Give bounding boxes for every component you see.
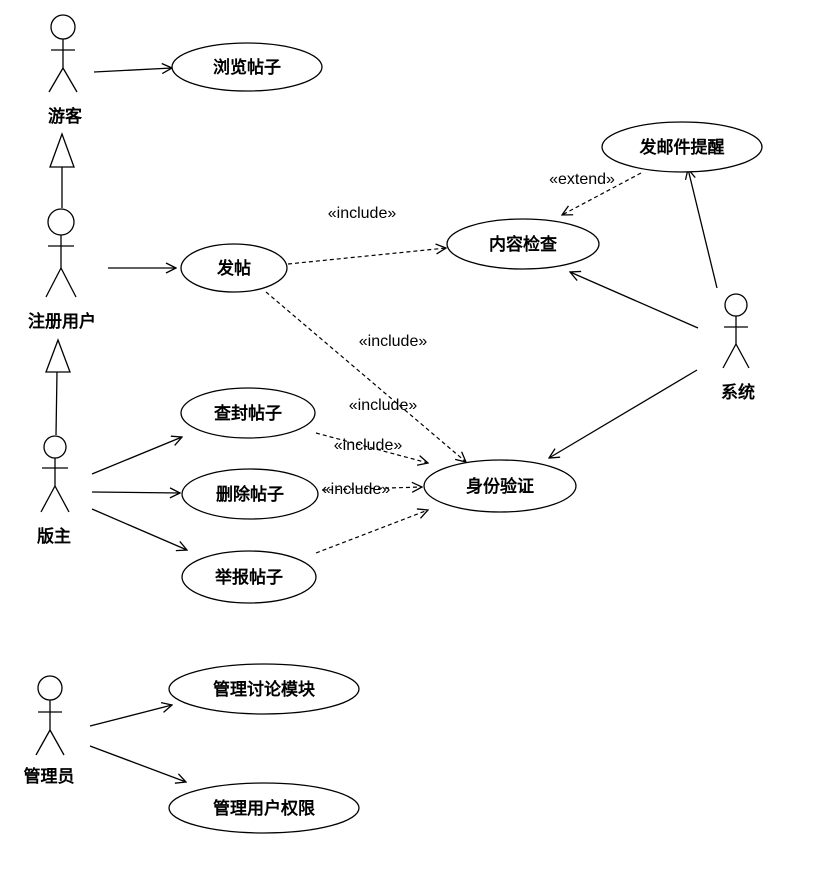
include-label: «include» bbox=[322, 481, 391, 498]
stick-figure-icon bbox=[722, 293, 750, 369]
use-case-ban-posts[interactable]: 查封帖子 bbox=[180, 387, 316, 439]
stick-figure-icon bbox=[40, 435, 70, 513]
use-case-browse-posts[interactable]: 浏览帖子 bbox=[171, 42, 323, 92]
actor-label: 注册用户 bbox=[28, 311, 96, 332]
use-case-post[interactable]: 发帖 bbox=[180, 243, 288, 293]
stick-figure-icon bbox=[45, 208, 77, 298]
actor-label: 游客 bbox=[48, 106, 83, 127]
use-case-manage-modules[interactable]: 管理讨论模块 bbox=[168, 663, 360, 715]
actor-label: 管理员 bbox=[24, 766, 75, 787]
generalization-moderator-to-registered bbox=[45, 338, 71, 436]
use-case-label: 发邮件提醒 bbox=[639, 137, 725, 158]
use-case-delete-posts[interactable]: 删除帖子 bbox=[181, 468, 319, 520]
use-case-label: 删除帖子 bbox=[216, 484, 284, 505]
use-case-label: 内容检查 bbox=[489, 234, 558, 255]
associations bbox=[89, 68, 718, 782]
actor-registered-user[interactable]: 注册用户 bbox=[28, 208, 96, 332]
use-case-label: 发帖 bbox=[216, 258, 251, 279]
actor-system[interactable]: 系统 bbox=[721, 293, 755, 403]
generalization-registered-to-visitor bbox=[49, 132, 75, 208]
use-case-label: 身份验证 bbox=[466, 476, 534, 497]
use-case-label: 管理讨论模块 bbox=[213, 679, 316, 700]
use-case-label: 管理用户权限 bbox=[213, 798, 315, 819]
use-case-label: 查封帖子 bbox=[213, 403, 282, 424]
use-case-report-posts[interactable]: 举报帖子 bbox=[181, 550, 317, 604]
stick-figure-icon bbox=[35, 675, 65, 756]
actor-administrator[interactable]: 管理员 bbox=[24, 675, 75, 787]
dependencies bbox=[265, 172, 642, 554]
use-case-content-check[interactable]: 内容检查 bbox=[446, 218, 600, 270]
include-label: «include» bbox=[359, 333, 428, 350]
include-label: «include» bbox=[334, 437, 403, 454]
use-case-email-reminder[interactable]: 发邮件提醒 bbox=[601, 121, 763, 173]
actor-visitor[interactable]: 游客 bbox=[48, 14, 83, 127]
use-case-manage-permissions[interactable]: 管理用户权限 bbox=[168, 782, 360, 834]
extend-label: «extend» bbox=[549, 171, 615, 188]
actor-label: 系统 bbox=[721, 382, 755, 403]
actor-moderator[interactable]: 版主 bbox=[37, 435, 71, 547]
use-case-label: 举报帖子 bbox=[214, 567, 283, 588]
stick-figure-icon bbox=[48, 14, 78, 93]
actor-label: 版主 bbox=[37, 526, 71, 547]
include-label: «include» bbox=[349, 397, 418, 414]
include-label: «include» bbox=[328, 205, 397, 222]
use-case-identity-verification[interactable]: 身份验证 bbox=[423, 459, 577, 513]
use-case-label: 浏览帖子 bbox=[213, 57, 281, 78]
